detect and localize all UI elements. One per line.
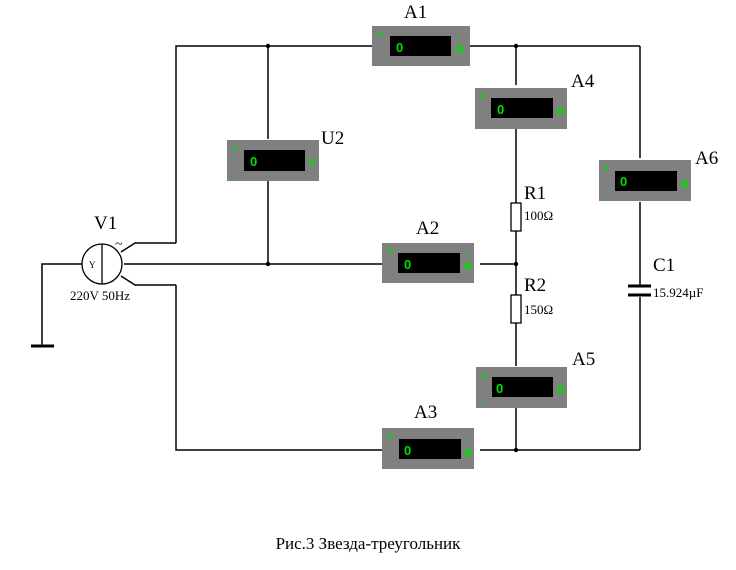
meter-display — [244, 150, 305, 171]
minus-terminal: - — [464, 249, 467, 260]
capacitor-name: C1 — [653, 255, 675, 276]
figure-caption: Рис.3 Звезда-треугольник — [275, 534, 461, 553]
minus-terminal: - — [464, 435, 467, 446]
capacitor-c1[interactable]: C1 15.924µF — [628, 255, 703, 300]
source-symbol: Y — [89, 260, 96, 270]
plus-terminal: + — [387, 431, 393, 443]
ammeter-a4[interactable]: 0 A + - A4 — [475, 71, 595, 130]
meter-reading: 0 — [497, 102, 504, 117]
meter-name: A6 — [695, 148, 718, 169]
meter-reading: 0 — [404, 257, 411, 272]
minus-terminal: - — [603, 191, 606, 202]
resistor-name: R2 — [524, 275, 546, 296]
minus-terminal: - — [232, 171, 235, 182]
resistor-body — [510, 202, 522, 232]
meter-reading: 0 — [396, 40, 403, 55]
voltage-source-v1[interactable]: Y ~ V1 220V 50Hz — [70, 213, 130, 303]
meter-reading: 0 — [620, 174, 627, 189]
junction — [265, 261, 271, 267]
junction — [513, 261, 519, 267]
source-value: 220V 50Hz — [70, 288, 130, 303]
resistor-value: 150Ω — [524, 302, 553, 317]
meter-name: A5 — [572, 349, 595, 370]
wire-top — [175, 45, 372, 243]
ground-wire — [41, 263, 82, 346]
minus-terminal: - — [481, 398, 484, 409]
meter-reading: 0 — [404, 443, 411, 458]
meter-unit: V — [308, 157, 316, 169]
resistor-value: 100Ω — [524, 208, 553, 223]
meter-display — [615, 171, 677, 191]
meter-name: A4 — [571, 71, 595, 92]
resistor-r2[interactable]: R2 150Ω — [510, 275, 553, 324]
meter-display — [491, 98, 553, 118]
meter-unit: A — [463, 258, 473, 273]
plus-terminal: + — [377, 28, 383, 40]
junction — [265, 43, 271, 49]
meter-name: A2 — [416, 218, 439, 239]
meter-display — [398, 253, 460, 273]
source-lead-lower — [120, 275, 176, 286]
meter-display — [492, 377, 553, 397]
meter-display — [399, 439, 461, 459]
meter-name: A1 — [404, 2, 427, 23]
junction — [513, 447, 519, 453]
voltmeter-u2[interactable]: 0 V + - U2 — [227, 128, 344, 182]
ac-symbol: ~ — [115, 237, 123, 252]
meter-unit: A — [556, 103, 566, 118]
ammeter-a3[interactable]: 0 A + - A3 — [382, 402, 474, 469]
meter-reading: 0 — [496, 381, 503, 396]
wire-bottom-left — [175, 285, 382, 451]
junction — [513, 43, 519, 49]
plus-terminal: + — [387, 245, 393, 257]
meter-name: A3 — [414, 402, 437, 423]
ammeter-a6[interactable]: 0 A + - A6 — [599, 148, 718, 202]
plus-terminal: + — [479, 91, 485, 103]
capacitor-value: 15.924µF — [653, 285, 703, 300]
meter-reading: 0 — [250, 154, 257, 169]
meter-unit: A — [455, 41, 465, 56]
meter-unit: A — [463, 445, 473, 460]
minus-terminal: - — [479, 119, 482, 130]
meter-unit: A — [680, 176, 690, 191]
plus-terminal: + — [232, 144, 238, 155]
meter-name: U2 — [321, 128, 344, 149]
meter-unit: A — [556, 382, 566, 397]
source-name: V1 — [94, 213, 117, 234]
meter-display — [390, 36, 451, 56]
junctions — [265, 43, 519, 453]
source-lead-upper — [120, 242, 176, 253]
minus-terminal: - — [456, 32, 459, 43]
ammeter-a5[interactable]: 0 A + - A5 — [476, 349, 595, 409]
plus-terminal: + — [603, 163, 609, 175]
resistor-r1[interactable]: R1 100Ω — [510, 183, 553, 232]
ammeter-a2[interactable]: 0 A + - A2 — [382, 218, 474, 283]
resistor-body — [510, 294, 522, 324]
resistor-name: R1 — [524, 183, 546, 204]
ammeter-a1[interactable]: 0 A + - A1 — [372, 2, 470, 66]
wires — [41, 45, 641, 451]
plus-terminal: + — [481, 370, 487, 382]
